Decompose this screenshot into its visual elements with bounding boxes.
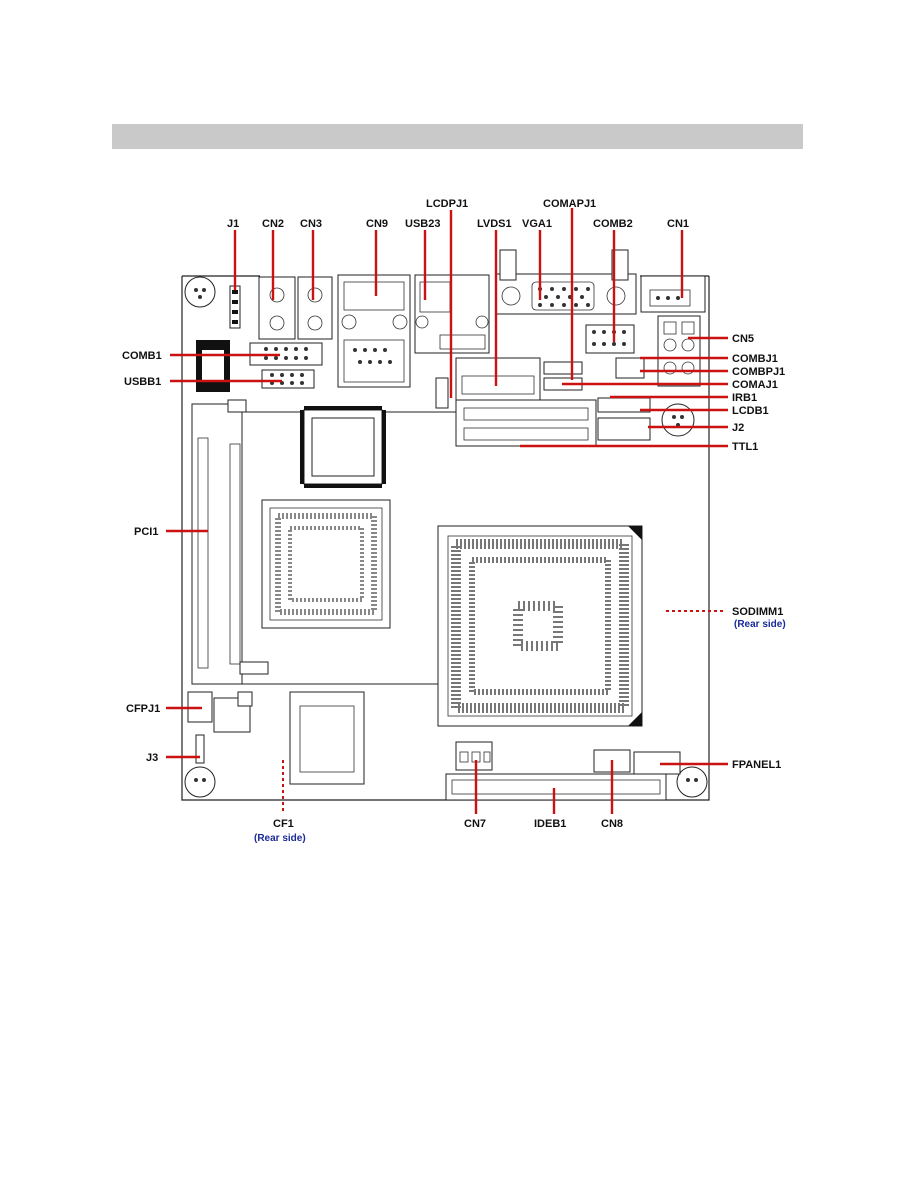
label-cn5: CN5 [732,333,754,345]
label-j2: J2 [732,422,744,434]
label-cn7: CN7 [464,818,486,830]
label-cn3: CN3 [300,218,322,230]
label-combj1: COMBJ1 [732,353,778,365]
label-cn9: CN9 [366,218,388,230]
cn5-connector [657,315,701,387]
usbb1-header [261,369,315,389]
j3-header [195,734,205,764]
pci1-slot [191,399,460,685]
label-comapj1: COMAPJ1 [543,198,596,210]
cn1-power-connector [640,275,706,313]
label-irb1: IRB1 [732,392,757,404]
label-lvds1: LVDS1 [477,218,512,230]
bga-chip-large [437,525,643,727]
lvds1-connector [435,357,541,409]
bga-chip-small [261,499,391,629]
label-cn2: CN2 [262,218,284,230]
label-cn1: CN1 [667,218,689,230]
label-comaj1: COMAJ1 [732,379,778,391]
cn7-connector [455,741,493,771]
labels: LCDPJ1 COMAPJ1 J1 CN2 CN3 CN9 USB23 LVDS… [122,198,786,844]
section-header-bar [112,124,803,149]
label-j3: J3 [146,752,158,764]
label-j1: J1 [227,218,239,230]
label-comb1: COMB1 [122,350,162,362]
label-fpanel1: FPANEL1 [732,759,781,771]
label-vga1: VGA1 [522,218,552,230]
label-cf1-rear-side: (Rear side) [254,833,306,844]
comb2-header [585,324,635,354]
label-cf1: CF1 [273,818,294,830]
ideb1-connector [445,773,667,801]
lcdb1-j2-headers [597,397,651,441]
label-usb23: USB23 [405,218,440,230]
qfp-chip [300,406,386,488]
label-comb2: COMB2 [593,218,633,230]
label-ttl1: TTL1 [732,441,758,453]
cfpj1-jumper [187,691,253,733]
j1-header [229,285,241,329]
label-combpj1: COMBPJ1 [732,366,785,378]
comb1-header [249,342,323,366]
ttl1-connector [455,399,597,447]
cf1-socket [289,691,365,785]
label-pci1: PCI1 [134,526,158,538]
label-cfpj1: CFPJ1 [126,703,160,715]
cn2-audio-jack [258,276,296,340]
label-sodimm1-rear-side: (Rear side) [734,619,786,630]
cn9-lan-usb-connector [337,274,411,388]
chip-top-left [196,340,230,392]
cn3-audio-jack [297,276,333,340]
label-usbb1: USBB1 [124,376,161,388]
label-cn8: CN8 [601,818,623,830]
leader-lines [166,208,728,814]
label-ideb1: IDEB1 [534,818,566,830]
label-sodimm1: SODIMM1 [732,606,783,618]
label-lcdb1: LCDB1 [732,405,769,417]
label-lcdpj1: LCDPJ1 [426,198,468,210]
